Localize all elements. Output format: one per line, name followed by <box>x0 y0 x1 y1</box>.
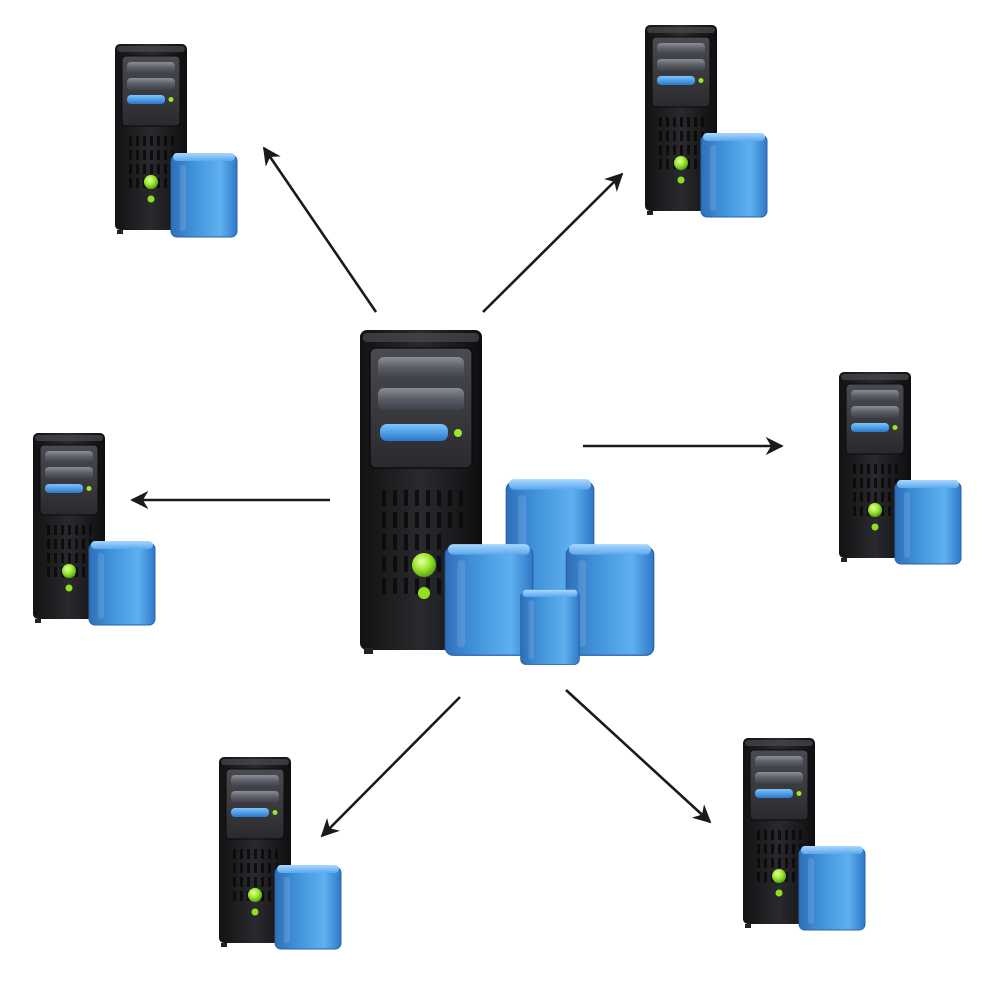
connection-arrows <box>130 146 784 838</box>
node-middle-left <box>33 433 156 626</box>
central-server-icon <box>360 330 482 654</box>
arrow-to-bottom-left <box>320 696 461 838</box>
arrow-to-bottom-right <box>565 689 712 824</box>
central-node <box>360 330 655 666</box>
arrow-to-top-right <box>482 172 624 313</box>
database-icon <box>444 543 534 656</box>
database-icon <box>274 864 342 950</box>
node-top-right <box>645 25 768 218</box>
database-icon <box>700 132 768 218</box>
database-icon <box>170 152 238 238</box>
node-bottom-left <box>219 757 342 950</box>
node-middle-right <box>839 372 962 565</box>
database-icon <box>520 589 580 666</box>
node-bottom-right <box>743 738 866 931</box>
arrow-to-top-left <box>262 146 378 313</box>
node-top-left <box>115 44 238 238</box>
database-icon <box>88 540 156 626</box>
database-icon <box>798 845 866 931</box>
database-icon <box>894 479 962 565</box>
